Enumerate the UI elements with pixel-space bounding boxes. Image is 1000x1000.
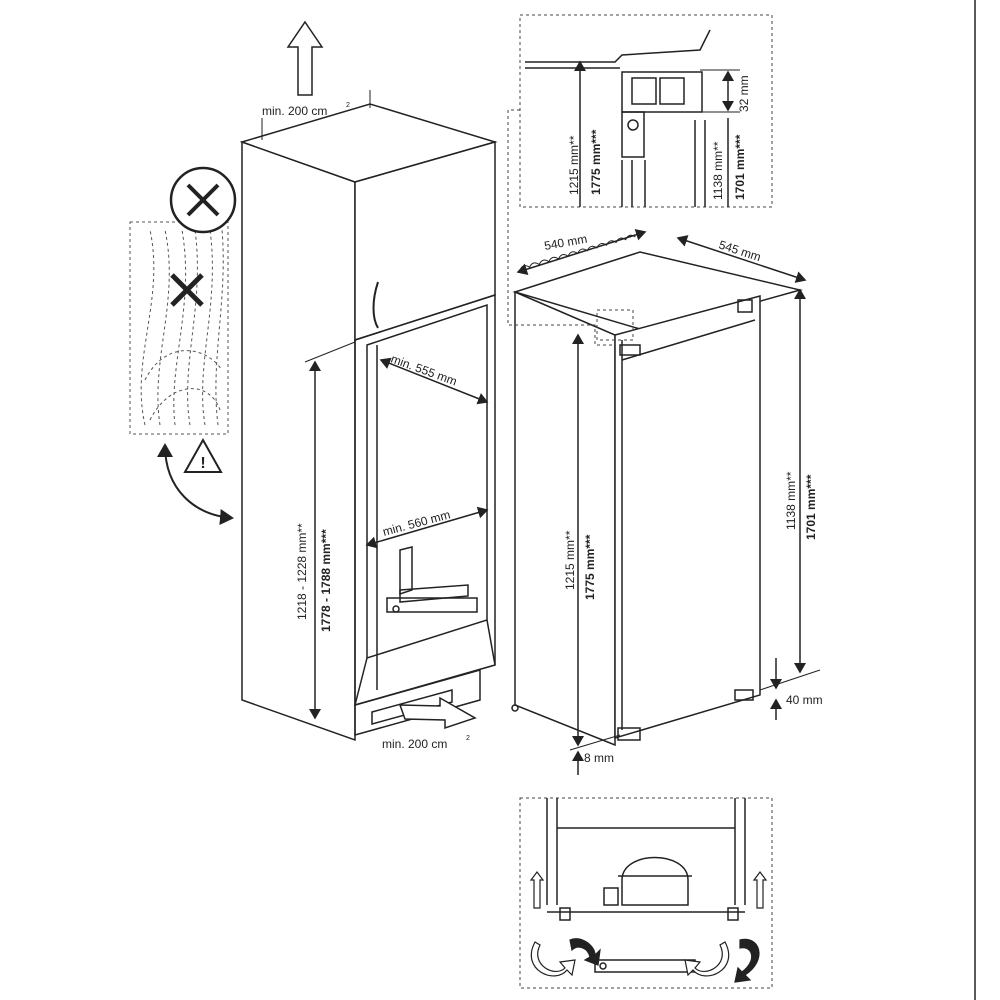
- vent-bottom-label: min. 200 cm: [382, 737, 447, 751]
- width-arrow: [516, 228, 647, 276]
- detail-height-a: 1215 mm**: [567, 135, 581, 195]
- prohibited-icon: [169, 166, 237, 234]
- vent-up-arrow: [286, 20, 324, 96]
- svg-text:!: !: [200, 455, 205, 472]
- cabinet-height-b: 1778 - 1788 mm***: [319, 529, 333, 632]
- cabinet-depth-bottom: min. 560 mm: [381, 507, 452, 538]
- appliance-height-right-b: 1701 mm***: [804, 474, 818, 540]
- adjust-arrow-right: [752, 871, 768, 909]
- kitchen-cabinet: [239, 103, 498, 742]
- refrigerator: [511, 251, 803, 747]
- vent-in-arrow: [398, 696, 477, 730]
- bottom-detail-inset: [519, 797, 773, 989]
- vent-bottom-sup: 2: [466, 735, 470, 742]
- depth-arrow: [676, 235, 807, 283]
- rotate-arrows: [530, 938, 760, 983]
- vent-top-sup: 2: [346, 102, 350, 109]
- appliance-depth: 545 mm: [717, 238, 763, 265]
- cabinet-height-a: 1218 - 1228 mm**: [295, 523, 309, 620]
- detail-height-d: 1701 mm***: [733, 134, 747, 200]
- vent-top-label: min. 200 cm: [262, 104, 327, 118]
- detail-gap: 32 mm: [737, 75, 751, 112]
- detail-height-b: 1775 mm***: [589, 129, 603, 195]
- depth-bottom-arrow: [365, 506, 489, 549]
- foot-offset: 40 mm: [786, 693, 823, 707]
- depth-top-arrow: [379, 357, 489, 405]
- heat-source-panel: [129, 221, 229, 435]
- distance-arrow: [157, 443, 234, 525]
- appliance-height-left-a: 1215 mm**: [563, 530, 577, 590]
- close-icon: [170, 273, 204, 307]
- appliance-height-left-b: 1775 mm***: [583, 534, 597, 600]
- appliance-height-right-a: 1138 mm**: [784, 471, 798, 530]
- adjust-arrow-left: [529, 871, 545, 909]
- base-offset: 8 mm: [584, 751, 614, 765]
- cabinet-depth-top: min. 555 mm: [389, 352, 459, 389]
- warning-icon: !: [183, 437, 223, 473]
- detail-height-c: 1138 mm**: [711, 141, 725, 200]
- top-detail-inset: 1215 mm** 1775 mm*** 32 mm 1138 mm** 170…: [519, 14, 773, 208]
